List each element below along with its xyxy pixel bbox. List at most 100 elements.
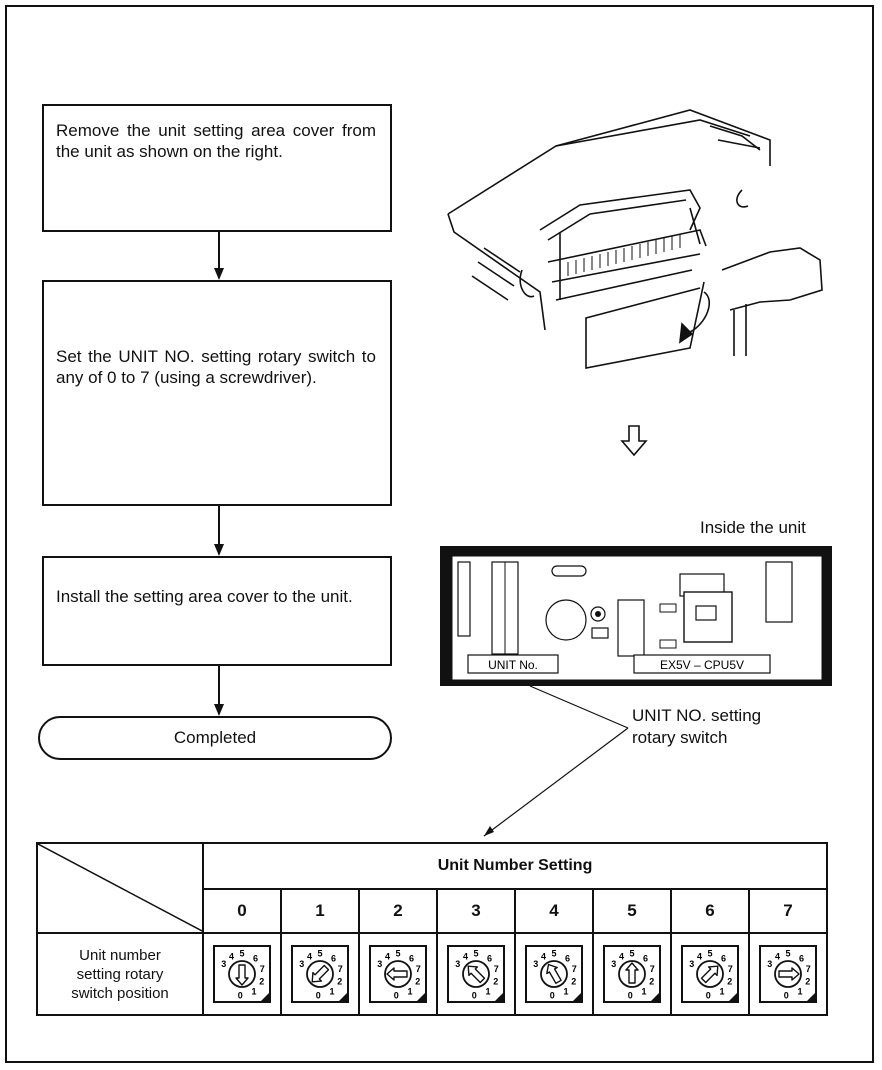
dial-digit: 6 — [565, 953, 570, 963]
dial-digit: 3 — [767, 959, 772, 969]
dial-digit: 3 — [533, 959, 538, 969]
dial-pointer-arrow — [778, 967, 800, 981]
dial-digit: 4 — [307, 951, 312, 961]
model-label: EX5V – CPU5V — [660, 658, 744, 672]
hollow-down-arrow-icon — [620, 425, 648, 457]
dial-digit: 7 — [728, 964, 733, 974]
dial-digit: 6 — [799, 953, 804, 963]
dial-digit: 3 — [299, 959, 304, 969]
dial-digit: 2 — [415, 977, 420, 987]
dial-digit: 5 — [786, 949, 791, 959]
dial-pointer-arrow — [625, 962, 639, 984]
step-remove-cover: Remove the unit setting area cover from … — [42, 104, 392, 232]
dial-digit: 6 — [487, 953, 492, 963]
dial-digit: 1 — [251, 987, 256, 997]
setting-number-2: 2 — [358, 888, 438, 934]
dial-digit: 4 — [385, 951, 390, 961]
dial-digit: 4 — [541, 951, 546, 961]
dial-digit: 7 — [494, 964, 499, 974]
dial-digit: 3 — [455, 959, 460, 969]
row-label: Unit number setting rotary switch positi… — [36, 932, 204, 1016]
comb-connector — [567, 234, 681, 276]
dial-digit: 1 — [563, 987, 568, 997]
dial-digit: 7 — [416, 964, 421, 974]
dial-digit: 1 — [485, 987, 490, 997]
dial-digit: 7 — [650, 964, 655, 974]
dial-digit: 5 — [473, 949, 478, 959]
setting-number-6: 6 — [670, 888, 750, 934]
dial-digit: 2 — [727, 977, 732, 987]
table-header: Unit Number Setting — [201, 842, 829, 890]
dial-digit: 5 — [551, 949, 556, 959]
dial-digit: 0 — [706, 990, 711, 1000]
dial-digit: 3 — [377, 959, 382, 969]
dial-digit: 1 — [407, 987, 412, 997]
flow-arrowhead-2 — [214, 544, 224, 556]
leader-arrowhead — [484, 826, 494, 836]
page-frame — [5, 5, 874, 1063]
flow-arrowhead-3 — [214, 704, 224, 716]
setting-number-4: 4 — [514, 888, 594, 934]
dial-digit: 2 — [337, 977, 342, 987]
dial-digit: 6 — [331, 953, 336, 963]
dial-digit: 3 — [689, 959, 694, 969]
rotary-switch-label-line1: UNIT NO. setting — [632, 706, 762, 725]
dial-digit: 5 — [395, 949, 400, 959]
table-corner-cell — [36, 842, 204, 934]
step-set-rotary-switch: Set the UNIT NO. setting rotary switch t… — [42, 280, 392, 506]
dial-digit: 0 — [316, 990, 321, 1000]
inside-unit-panel — [440, 546, 832, 686]
setting-number-5: 5 — [592, 888, 672, 934]
dial-digit: 7 — [806, 964, 811, 974]
completed-terminal: Completed — [38, 716, 392, 760]
dial-digit: 7 — [572, 964, 577, 974]
leader-line-table — [483, 727, 629, 837]
setting-number-3: 3 — [436, 888, 516, 934]
row-label-line1: Unit number — [79, 946, 161, 964]
dial-digit: 0 — [394, 990, 399, 1000]
step-install-cover-text: Install the setting area cover to the un… — [56, 587, 353, 606]
cover-removal-illustration — [447, 109, 823, 369]
dial-digit: 2 — [805, 977, 810, 987]
dial-pointer-arrow — [311, 964, 330, 983]
dial-digit: 4 — [775, 951, 780, 961]
inside-unit-label: Inside the unit — [700, 518, 806, 537]
dial-digit: 6 — [253, 953, 258, 963]
dial-digit: 5 — [317, 949, 322, 959]
dial-digit: 2 — [493, 977, 498, 987]
dial-digit: 5 — [707, 949, 712, 959]
setting-number-7: 7 — [747, 888, 829, 934]
dial-digit: 1 — [719, 987, 724, 997]
dial-digit: 0 — [784, 990, 789, 1000]
dial-digit: 4 — [229, 951, 234, 961]
dial-digit: 5 — [239, 949, 244, 959]
dial-digit: 1 — [798, 987, 803, 997]
dial-digit: 6 — [721, 953, 726, 963]
dial-digit: 4 — [697, 951, 702, 961]
dial-digit: 3 — [221, 959, 226, 969]
dial-digit: 2 — [649, 977, 654, 987]
dial-digit: 0 — [472, 990, 477, 1000]
dial-digit: 1 — [641, 987, 646, 997]
rotary-switch-label: UNIT NO. setting rotary switch — [632, 705, 832, 749]
table-row-dials: Unit number setting rotary switch positi… — [36, 932, 829, 1016]
dial-digit: 7 — [260, 964, 265, 974]
step-set-rotary-switch-text: Set the UNIT NO. setting rotary switch t… — [56, 347, 376, 387]
leader-line-switch — [529, 685, 629, 729]
dial-pointer-arrow — [546, 963, 562, 984]
setting-number-0: 0 — [202, 888, 282, 934]
dial-digit: 6 — [643, 953, 648, 963]
